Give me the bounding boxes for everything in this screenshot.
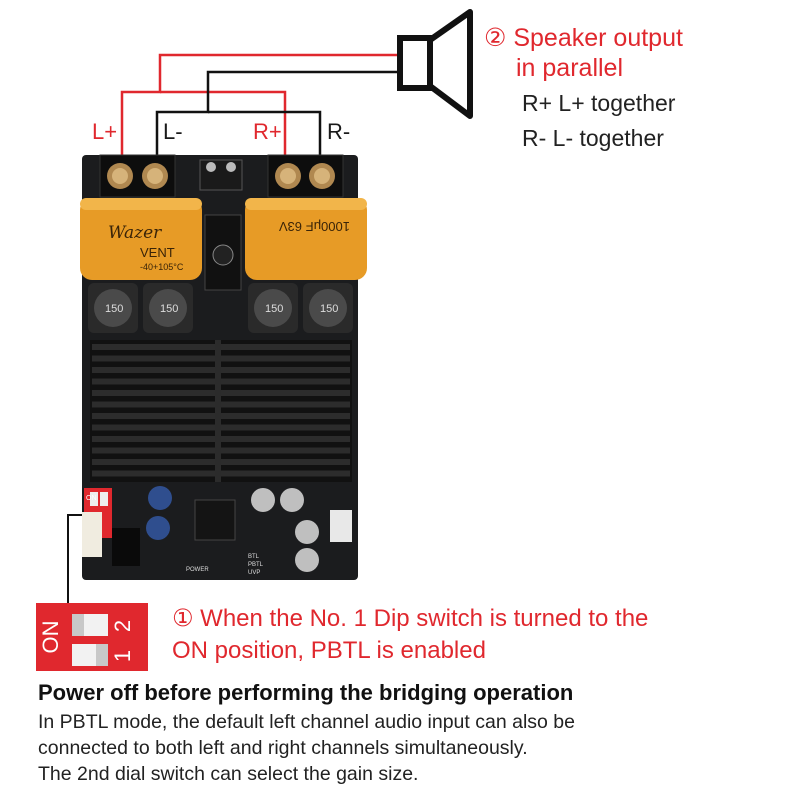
svg-text:VENT: VENT [140, 245, 175, 260]
terminal-label-r-minus: R- [327, 119, 351, 144]
instructions-line1: In PBTL mode, the default left channel a… [38, 711, 575, 733]
speaker-note-plus: R+ L+ together [522, 90, 676, 116]
lower-components: ON BTL PBTL UVP POWER [82, 486, 352, 576]
instructions-body: In PBTL mode, the default left channel a… [38, 709, 738, 787]
capacitor-left: Wazer VENT -40+105°C [80, 198, 202, 280]
terminal-label-l-plus: L+ [92, 119, 118, 144]
svg-text:ON: ON [38, 621, 63, 654]
speaker-output-subtitle: in parallel [516, 54, 624, 82]
svg-text:BTL: BTL [248, 554, 260, 560]
svg-text:2: 2 [110, 620, 135, 632]
svg-text:Wazer: Wazer [108, 223, 162, 243]
dip-note-line2: ON position, PBTL is enabled [172, 637, 486, 664]
capacitor-right: 1000μF 63V [245, 198, 367, 280]
svg-text:1000μF 63V: 1000μF 63V [279, 219, 350, 234]
instructions-line3: The 2nd dial switch can select the gain … [38, 763, 419, 785]
svg-text:150: 150 [160, 303, 178, 315]
heatsink [90, 340, 352, 482]
svg-text:POWER: POWER [186, 567, 209, 573]
dip-note-line1: ① When the No. 1 Dip switch is turned to… [172, 605, 649, 632]
svg-text:-40+105°C: -40+105°C [140, 262, 184, 272]
speaker-wiring [120, 53, 400, 158]
dip-switch-zoom: ON 2 1 [36, 603, 148, 671]
svg-text:150: 150 [265, 303, 283, 315]
svg-text:150: 150 [320, 303, 338, 315]
terminal-block-right [267, 154, 344, 198]
terminal-label-r-plus: R+ [253, 119, 282, 144]
svg-text:1: 1 [110, 650, 135, 662]
dip-switch-note: ① When the No. 1 Dip switch is turned to… [172, 603, 732, 667]
instructions-heading: Power off before performing the bridging… [38, 680, 574, 705]
terminal-label-l-minus: L- [163, 119, 183, 144]
terminal-block-left [99, 154, 176, 198]
speaker-icon [397, 9, 473, 119]
svg-text:ON: ON [86, 495, 97, 502]
svg-text:PBTL: PBTL [248, 562, 264, 568]
svg-text:150: 150 [105, 303, 123, 315]
svg-text:UVP: UVP [248, 570, 260, 576]
inductors: 150 150 150 150 [88, 283, 353, 333]
speaker-note-minus: R- L- together [522, 125, 664, 151]
dip-callout-line [67, 514, 82, 604]
speaker-output-title: ② Speaker output [484, 24, 683, 52]
instructions-line2: connected to both left and right channel… [38, 737, 528, 759]
